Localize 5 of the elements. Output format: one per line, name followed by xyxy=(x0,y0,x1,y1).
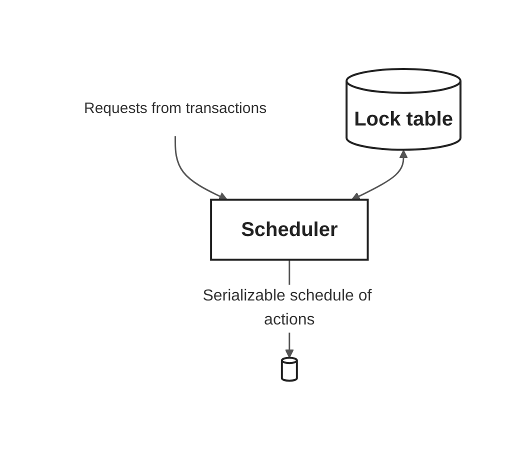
node-cylinder xyxy=(281,356,298,382)
node-box xyxy=(210,198,369,261)
arrow xyxy=(352,150,408,200)
node-text: Requests from transactions xyxy=(84,100,267,118)
arrow xyxy=(174,136,228,200)
